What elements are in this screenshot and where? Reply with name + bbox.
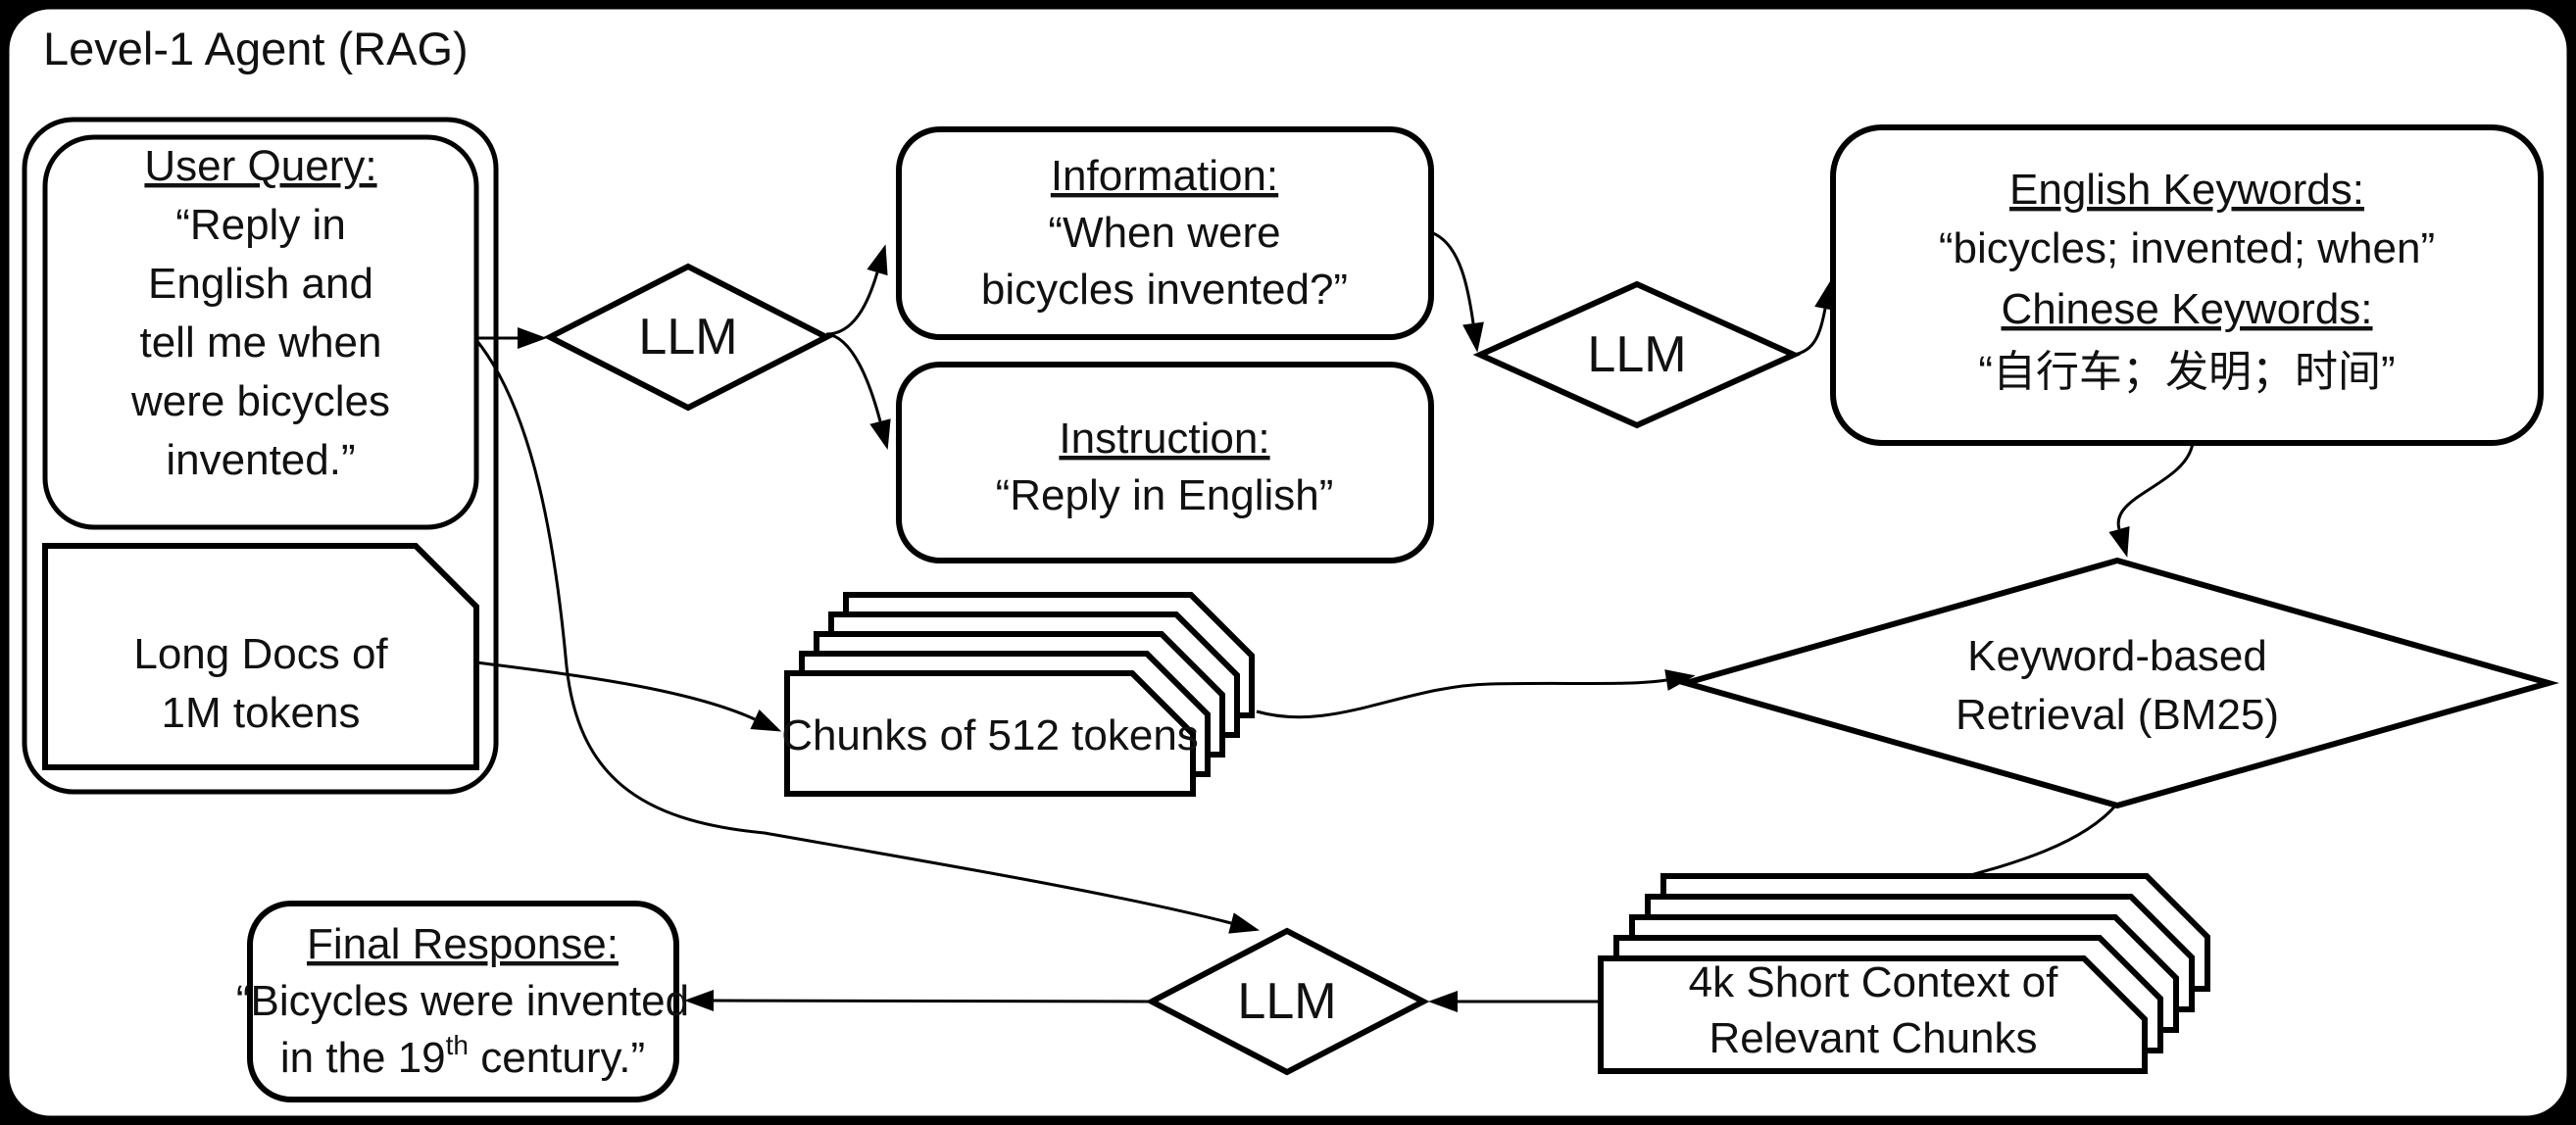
information-box	[896, 126, 1434, 340]
arrow-query-to-llm-answer	[474, 339, 1261, 934]
short-context-stack-node: 4k Short Context of Relevant Chunks	[1598, 873, 2210, 1074]
llm-answer-label: LLM	[1237, 973, 1336, 1030]
llm-parse-node: LLM	[543, 263, 833, 412]
information-node: Information: “When were bicycles invente…	[896, 126, 1434, 340]
chinese-keywords-heading: Chinese Keywords:	[2001, 285, 2372, 333]
chinese-keywords-value: “自行车；发明；时间”	[1978, 348, 2395, 396]
arrow-llm-parse-to-information	[825, 244, 888, 336]
llm-parse-label: LLM	[638, 309, 737, 366]
arrow-llm-keywords-to-keywords	[1793, 279, 1836, 357]
user-query-heading: User Query:	[144, 142, 376, 190]
retrieval-line: Retrieval (BM25)	[1956, 691, 2279, 739]
chunks-label: Chunks of 512 tokens	[781, 711, 1199, 759]
inputs-container	[22, 117, 499, 795]
retrieval-diamond	[1675, 557, 2559, 809]
llm-keywords-label: LLM	[1587, 326, 1686, 383]
final-response-line: in the 19th century.”	[280, 1030, 645, 1082]
final-response-heading: Final Response:	[307, 920, 619, 968]
final-response-node: Final Response: “Bicycles were invented …	[236, 901, 689, 1102]
user-query-line: “Reply in	[175, 201, 346, 249]
user-query-line: English and	[148, 260, 373, 308]
final-response-line3-post: century.”	[469, 1034, 645, 1082]
information-heading: Information:	[1051, 152, 1278, 200]
retrieval-line: Keyword-based	[1967, 632, 2267, 680]
keywords-node: English Keywords: “bicycles; invented; w…	[1830, 124, 2544, 446]
chunks-stack-node: Chunks of 512 tokens	[781, 592, 1255, 797]
llm-answer-diamond	[1145, 927, 1430, 1076]
user-query-line: were bicycles	[130, 377, 390, 425]
long-docs-node: Long Docs of 1M tokens	[42, 543, 479, 770]
retrieval-node: Keyword-based Retrieval (BM25)	[1675, 557, 2559, 809]
llm-answer-node: LLM	[1145, 927, 1430, 1076]
user-query-node: User Query: “Reply in English and tell m…	[42, 134, 479, 530]
user-query-line: invented.”	[166, 436, 355, 484]
llm-parse-diamond	[543, 263, 833, 412]
arrow-keywords-to-retrieval	[2108, 442, 2195, 558]
long-docs-line: Long Docs of	[133, 630, 388, 678]
information-line: “When were	[1048, 209, 1280, 257]
short-context-line: 4k Short Context of	[1689, 958, 2058, 1006]
diagram-title: Level-1 Agent (RAG)	[43, 23, 469, 74]
english-keywords-value: “bicycles; invented; when”	[1939, 224, 2435, 272]
final-response-ordinal-sup: th	[446, 1030, 469, 1060]
llm-keywords-node: LLM	[1472, 280, 1802, 429]
user-query-line: tell me when	[139, 318, 381, 367]
short-context-line: Relevant Chunks	[1709, 1014, 2037, 1062]
instruction-heading: Instruction:	[1059, 415, 1269, 463]
final-response-box	[247, 901, 679, 1102]
arrow-llm-parse-to-instruction	[825, 332, 891, 451]
llm-keywords-diamond	[1472, 280, 1802, 429]
arrow-longdocs-to-chunks	[475, 660, 782, 732]
context-card-front	[1598, 955, 2148, 1074]
final-response-line: “Bicycles were invented	[236, 977, 689, 1025]
instruction-line: “Reply in English”	[996, 471, 1334, 519]
long-docs-line: 1M tokens	[162, 689, 361, 737]
chunks-card-front	[784, 670, 1196, 797]
arrow-information-to-llm-keywords	[1432, 231, 1484, 353]
arrow-chunks-to-retrieval	[1256, 669, 1696, 719]
instruction-box	[896, 362, 1434, 563]
long-docs-card	[42, 543, 479, 770]
arrow-llm-answer-to-final	[684, 990, 1153, 1011]
keywords-box	[1830, 124, 2544, 446]
final-response-line3-pre: in the 19	[280, 1034, 446, 1082]
user-query-box	[42, 134, 479, 530]
instruction-node: Instruction: “Reply in English”	[896, 362, 1434, 563]
information-line: bicycles invented?”	[981, 266, 1348, 314]
english-keywords-heading: English Keywords:	[2009, 166, 2364, 214]
